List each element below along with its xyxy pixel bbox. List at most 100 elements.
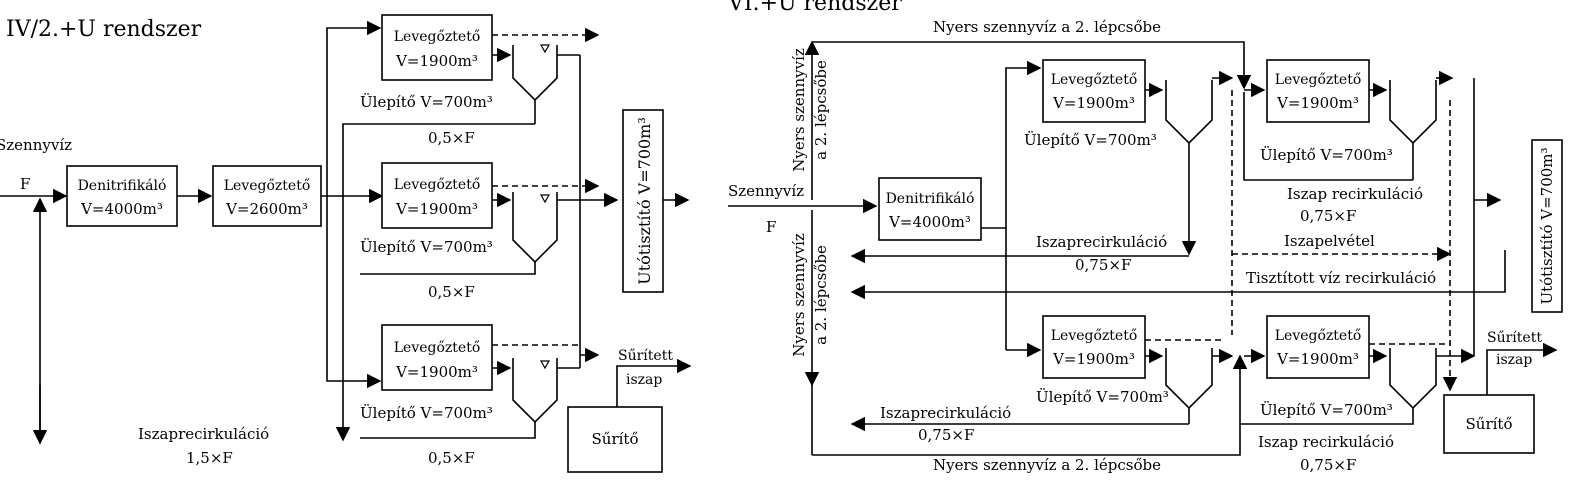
left-aerator-main-volume: V=2600m³ (225, 200, 308, 218)
right-settler-bl (1165, 348, 1213, 410)
left-split-3: 0,5×F (428, 449, 475, 467)
left-split-1: 0,5×F (428, 129, 475, 147)
right-recirc-br-label: Iszap recirkuláció (1258, 433, 1394, 451)
right-recirc-br-line (1240, 408, 1414, 425)
right-aerator-tl-box (1042, 59, 1146, 123)
right-title: VI.+U rendszer (727, 0, 902, 16)
right-recirc-1-flow: 0,75×F (1075, 256, 1131, 274)
left-aerator-3-box (381, 324, 493, 391)
right-settler-br-label: Ülepítő V=700m³ (1260, 401, 1393, 419)
left-feed-stage3 (326, 196, 382, 389)
left-recirc-flow: 1,5×F (186, 449, 233, 467)
right-recirc-br-flow: 0,75×F (1300, 456, 1356, 474)
right-aerator-bl-box (1042, 315, 1146, 379)
right-aerator-tl-name: Levegőztető (1051, 72, 1138, 88)
right-recirc-2-label: Iszaprecirkuláció (880, 404, 1011, 422)
right-thickened-sludge-1: Sűrített (1487, 330, 1542, 346)
right-denitrifier-box (878, 177, 982, 241)
left-settler-1-level (539, 44, 551, 54)
right-aerator-tr-volume: V=1900m³ (1276, 94, 1359, 112)
right-thickened-sludge-arrow (1486, 342, 1558, 395)
right-recirc-tr-line (1243, 92, 1413, 181)
right-recirc-tr-label: Iszap recirkuláció (1287, 185, 1423, 203)
left-split-2: 0,5×F (428, 283, 475, 301)
right-influent-label: Szennyvíz (728, 182, 804, 200)
left-settler-1 (512, 45, 558, 102)
left-aerator-1-name: Levegőztető (394, 29, 481, 45)
left-system-diagram: IV/2.+U rendszer Szennyvíz F Denitrifiká… (0, 14, 692, 473)
left-settler-2-level (539, 194, 551, 204)
right-recirc-1-label: Iszaprecirkuláció (1036, 233, 1167, 251)
right-recirc-tr-flow: 0,75×F (1300, 207, 1356, 225)
right-settler-tr-label: Ülepítő V=700m³ (1260, 146, 1393, 164)
left-feed-stage1 (326, 20, 382, 196)
left-settler-2 (512, 192, 558, 264)
right-raw-bottom-vlabel-1: Nyers szennyvíz (790, 233, 808, 357)
right-raw-top-label: Nyers szennyvíz a 2. lépcsőbe (933, 18, 1161, 36)
left-influent-label: Szennyvíz (0, 136, 72, 154)
left-aerator-2-box (381, 162, 493, 229)
right-thickener-box (1443, 394, 1535, 454)
left-thickener-box (567, 406, 663, 473)
right-sludge-withdrawal-label: Iszapelvétel (1284, 232, 1375, 250)
left-final-clarifier-label: Utótisztító V=700m³ (635, 117, 654, 285)
left-settler-2-label: Ülepítő V=700m³ (360, 238, 493, 256)
right-raw-bottom-label: Nyers szennyvíz a 2. lépcsőbe (933, 456, 1161, 474)
left-final-clarifier-box (622, 109, 664, 293)
left-flow-label: F (20, 175, 30, 193)
right-settler-tl-label: Ülepítő V=700m³ (1024, 131, 1157, 149)
right-raw-top-vlabel-1: Nyers szennyvíz (790, 48, 808, 172)
right-raw-top-line (812, 41, 1252, 90)
right-clean-recirc-label: Tisztított víz recirkuláció (1246, 269, 1436, 287)
right-final-clarifier-label: Utótisztító V=700m³ (1538, 147, 1556, 304)
left-title: IV/2.+U rendszer (6, 17, 202, 42)
right-raw-bottom-line (812, 354, 1248, 456)
right-thickener-label: Sűrítő (1466, 415, 1513, 433)
left-settler-1-label: Ülepítő V=700m³ (360, 93, 493, 111)
right-aerator-br-name: Levegőztető (1275, 328, 1362, 344)
right-denit-to-aerator-top (981, 60, 1042, 229)
right-settler-tl (1165, 80, 1213, 145)
left-settler-3-return (360, 422, 536, 439)
right-aerator-br-box (1266, 315, 1370, 379)
right-raw-top-vlabel-2: a 2. lépcsőbe (812, 60, 830, 160)
right-clean-recirc-arrow (850, 250, 1506, 300)
left-settler-2-return (360, 262, 536, 275)
left-sludge-return-line (335, 123, 535, 442)
right-aerator-tr-box (1266, 59, 1370, 123)
right-aerator-bl-volume: V=1900m³ (1052, 350, 1135, 368)
left-thickened-sludge-1: Sűrített (618, 348, 673, 364)
right-settler-br (1389, 348, 1437, 410)
left-thickened-sludge-arrow (616, 358, 692, 407)
right-aerator-tr-name: Levegőztető (1275, 72, 1362, 88)
right-recirc-2-flow: 0,75×F (918, 426, 974, 444)
right-aerator-tl-volume: V=1900m³ (1052, 94, 1135, 112)
left-settler-3-level (539, 360, 551, 370)
left-aerator-main-name: Levegőztető (224, 178, 311, 194)
left-recirc-label: Iszaprecirkuláció (138, 425, 269, 443)
right-system-diagram: VI.+U rendszer Nyers szennyvíz a 2. lépc… (727, 0, 1563, 474)
right-settler-bl-label: Ülepítő V=700m³ (1036, 388, 1169, 406)
right-settler-tr (1389, 80, 1437, 145)
left-settler-3-label: Ülepítő V=700m³ (360, 404, 493, 422)
left-thickener-label: Sűrítő (592, 430, 639, 448)
left-aerator-1-volume: V=1900m³ (395, 52, 478, 70)
left-settler-3 (512, 358, 558, 424)
left-aerator-main-box (212, 165, 322, 227)
left-aerator-3-volume: V=1900m³ (395, 363, 478, 381)
left-aerator-1-box (381, 14, 493, 81)
right-denitrifier-name: Denitrifikáló (886, 191, 975, 207)
left-thickened-sludge-2: iszap (626, 372, 662, 388)
right-raw-bottom-vlabel-2: a 2. lépcsőbe (812, 245, 830, 345)
left-denitrifier-name: Denitrifikáló (78, 178, 167, 194)
right-final-clarifier-box (1531, 139, 1563, 313)
left-aerator-3-name: Levegőztető (394, 340, 481, 356)
left-aerator-2-volume: V=1900m³ (395, 200, 478, 218)
right-denitrifier-volume: V=4000m³ (888, 213, 971, 231)
right-aerator-bl-name: Levegőztető (1051, 328, 1138, 344)
left-denitrifier-volume: V=4000m³ (80, 200, 163, 218)
right-flow-label: F (766, 218, 776, 236)
right-aerator-br-volume: V=1900m³ (1276, 350, 1359, 368)
left-aerator-2-name: Levegőztető (394, 177, 481, 193)
